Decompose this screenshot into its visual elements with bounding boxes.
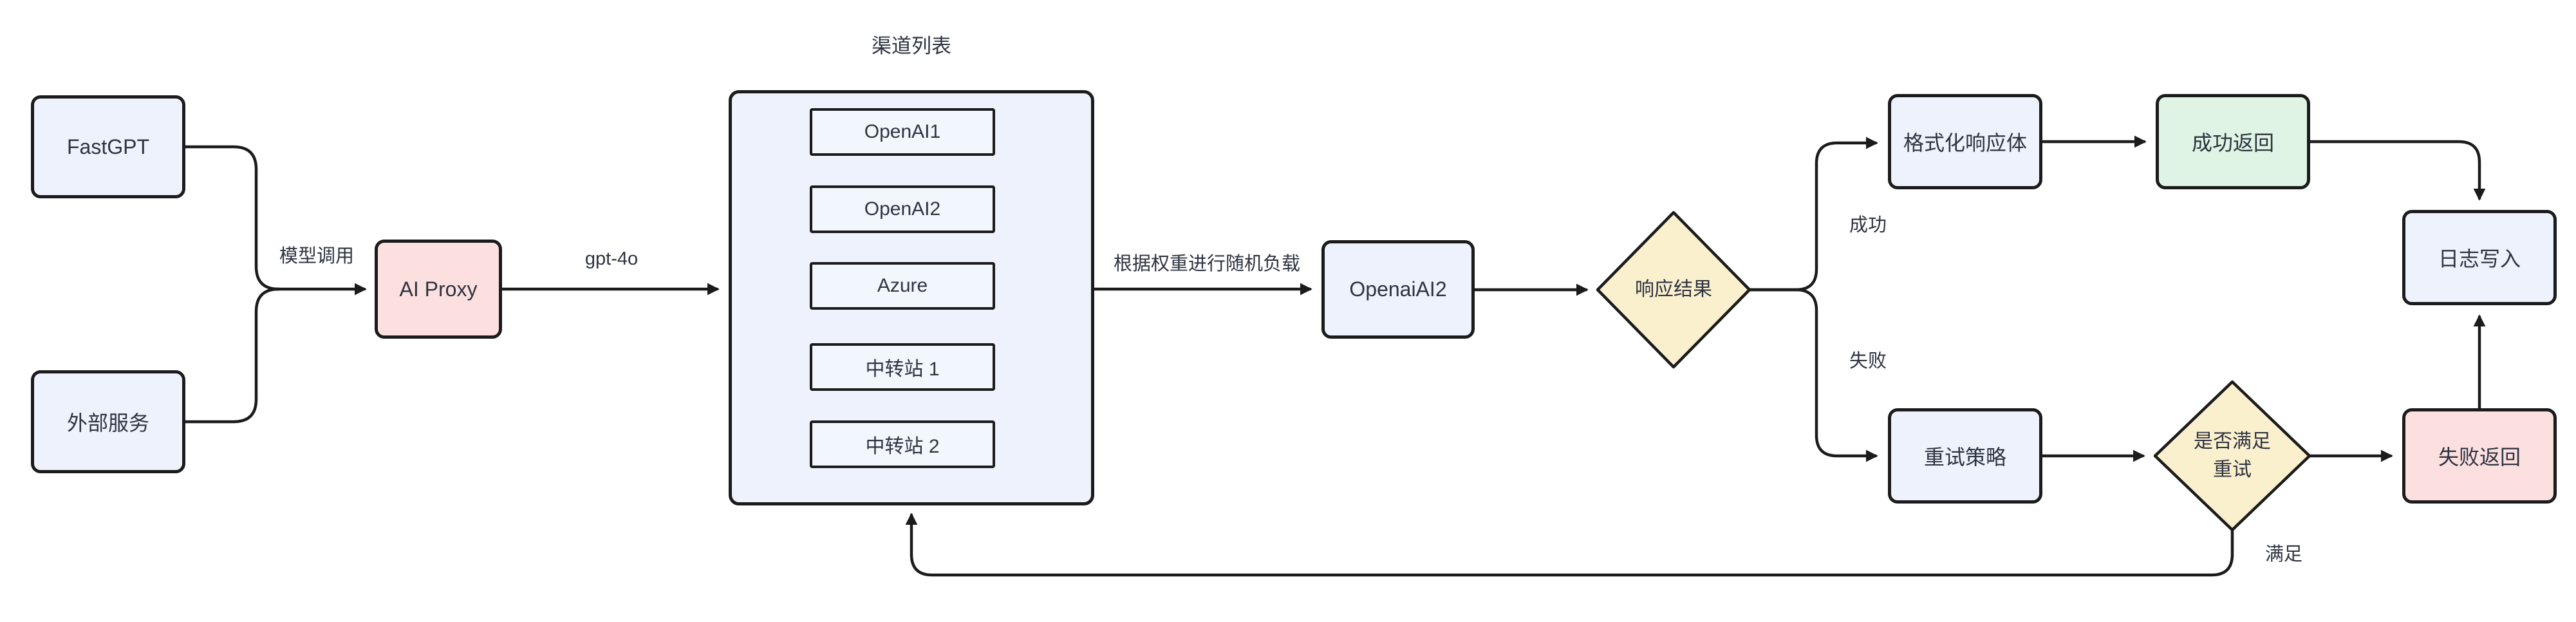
node-retry-check-label-line2: 重试	[2213, 459, 2252, 480]
channel-item-openai1: OpenAI1	[810, 108, 995, 156]
node-response-result-label: 响应结果	[1635, 279, 1712, 300]
node-success-return: 成功返回	[2156, 94, 2310, 189]
node-retry-check-label-line1: 是否满足	[2194, 431, 2271, 452]
channel-item-relay1: 中转站 1	[810, 343, 995, 391]
channel-item-azure: Azure	[810, 262, 995, 310]
channel-item-relay2: 中转站 2	[810, 420, 995, 468]
node-format-response: 格式化响应体	[1888, 94, 2042, 189]
edge-label-retry-met: 满足	[2264, 544, 2302, 565]
channel-item-label: 中转站 2	[865, 436, 940, 457]
edge-label-fail: 失败	[1849, 351, 1887, 372]
edge-label-model-call: 模型调用	[279, 246, 354, 267]
node-label: 成功返回	[2191, 131, 2274, 155]
node-openai-ai2: OpenaiAI2	[1321, 240, 1475, 339]
edge-label-gpt-4o: gpt-4o	[584, 249, 639, 269]
node-label: 失败返回	[2438, 446, 2521, 469]
node-label: 重试策略	[1923, 446, 2006, 469]
node-label: 格式化响应体	[1903, 131, 2027, 155]
edge-response-format	[1748, 137, 1878, 292]
edge-label-success: 成功	[1849, 215, 1887, 236]
edge-external-merge	[183, 287, 281, 424]
node-response-result-shape	[1596, 211, 1751, 369]
edge-label-weighted-load: 根据权重进行随机负载	[1113, 254, 1300, 274]
node-fastgpt: FastGPT	[31, 95, 185, 198]
node-external-service: 外部服务	[31, 370, 185, 473]
node-label: FastGPT	[66, 135, 149, 158]
node-label: 外部服务	[66, 411, 149, 435]
channel-item-label: OpenAI2	[864, 198, 941, 220]
channel-item-label: OpenAI1	[864, 121, 941, 142]
node-label: OpenaiAI2	[1349, 278, 1447, 301]
node-retry-strategy: 重试策略	[1888, 408, 2042, 504]
edge-success-log	[2308, 140, 2486, 201]
node-fail-return: 失败返回	[2402, 408, 2557, 504]
node-label: 日志写入	[2438, 247, 2521, 270]
edge-response-retry	[1748, 288, 1878, 462]
subgraph-title: 渠道列表	[872, 35, 951, 57]
edge-check-channels-loop	[905, 513, 2234, 577]
node-retry-check-label: 是否满足 重试	[2161, 428, 2303, 484]
node-log-write: 日志写入	[2402, 210, 2557, 305]
node-label: AI Proxy	[399, 277, 478, 301]
channel-item-label: Azure	[877, 275, 928, 296]
edge-fastgpt-merge	[183, 145, 281, 291]
node-retry-check-shape	[2153, 380, 2311, 532]
node-ai-proxy: AI Proxy	[375, 240, 502, 339]
channel-item-label: 中转站 1	[865, 359, 940, 380]
channel-item-openai2: OpenAI2	[810, 185, 995, 233]
